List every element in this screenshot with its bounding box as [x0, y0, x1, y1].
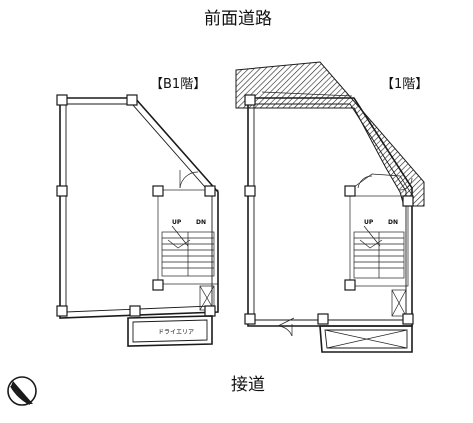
front-road-label: 前面道路: [204, 9, 272, 29]
b1-stair-enclosure: [157, 189, 219, 285]
first-floor-inner-wall: [253, 103, 407, 321]
first-floor-column: [344, 279, 356, 291]
first-floor-column: [344, 185, 356, 197]
frontage-dimension-line: [261, 91, 353, 97]
b1-floor-label: 【B1階】: [150, 77, 206, 92]
first-floor-lower-area: [319, 325, 413, 353]
b1-column: [204, 305, 216, 317]
b1-outer-wall: [59, 97, 219, 319]
north-arrow-icon: [7, 376, 37, 406]
first-floor-stair-treads: [354, 225, 404, 278]
first-floor-plan: UP DN: [235, 61, 425, 353]
first-floor-column: [244, 313, 256, 325]
b1-stair-treads: [162, 225, 214, 276]
first-floor-door-swing: [357, 175, 373, 189]
b1-column: [56, 185, 68, 197]
b1-column: [152, 185, 164, 197]
first-floor-bottom-door: [277, 317, 295, 327]
first-floor-column: [402, 313, 414, 325]
b1-column: [204, 185, 216, 197]
b1-floor-plan: UP DN ドライエリア: [56, 94, 219, 347]
b1-dry-area-label: ドライエリア: [158, 329, 194, 336]
b1-column: [56, 305, 68, 317]
first-floor-stair-enclosure: [349, 195, 409, 287]
b1-column: [129, 305, 141, 317]
first-floor-outer-wall: [247, 97, 413, 327]
first-floor-label: 【1階】: [381, 77, 428, 92]
side-road-label: 接道: [231, 375, 265, 395]
b1-dry-area: [127, 315, 213, 347]
first-floor-entry: [349, 173, 415, 199]
b1-stair-dn-label: DN: [196, 219, 206, 226]
first-floor-column: [244, 94, 256, 106]
b1-column: [56, 94, 68, 106]
b1-stair-up-label: UP: [172, 219, 182, 226]
first-floor-stair-up-label: UP: [364, 219, 374, 226]
b1-column: [126, 94, 138, 106]
first-floor-stair-dn-label: DN: [388, 219, 398, 226]
b1-column: [152, 279, 164, 291]
first-floor-shaft: [391, 289, 407, 317]
first-floor-bottom-door-swing: [277, 325, 293, 337]
b1-door-swing: [179, 171, 199, 189]
first-floor-column: [402, 195, 414, 207]
first-floor-column: [317, 313, 329, 325]
first-floor-door-swing: [399, 177, 413, 191]
first-floor-column: [244, 185, 256, 197]
b1-inner-wall: [65, 103, 213, 313]
